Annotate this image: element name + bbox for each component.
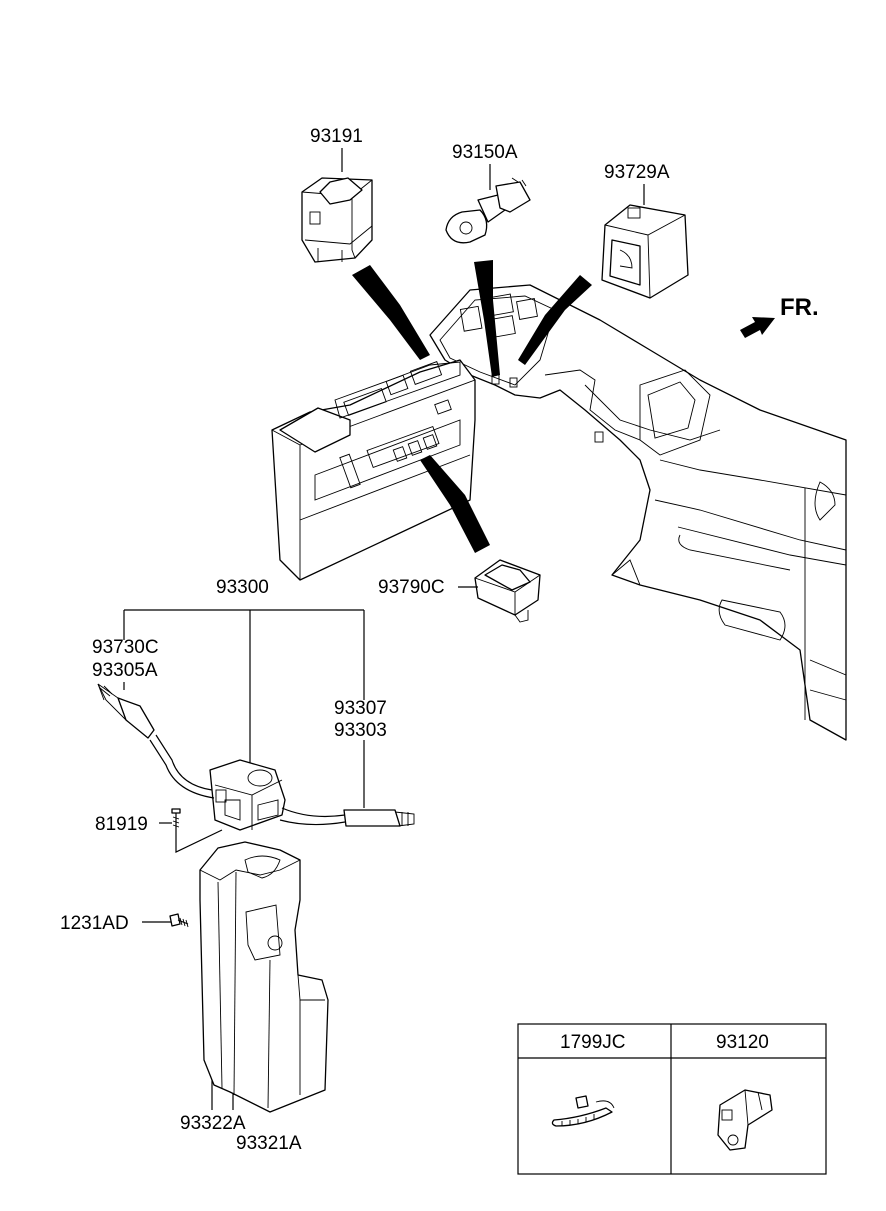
socket-93150A [445, 177, 531, 244]
label-1231AD: 1231AD [60, 913, 129, 934]
leader-93150A [474, 260, 500, 377]
label-93307: 93307 [334, 698, 387, 719]
combination-switch-93300 [97, 683, 415, 831]
label-81919: 81919 [95, 814, 148, 835]
label-93150A: 93150A [452, 142, 518, 163]
label-93790C: 93790C [378, 577, 445, 598]
label-93729A: 93729A [604, 162, 670, 183]
label-93191: 93191 [310, 126, 363, 147]
label-93322A: 93322A [180, 1113, 246, 1134]
leader-93191 [352, 265, 430, 360]
leader-93729A [518, 275, 592, 365]
legend-col2-label: 93120 [716, 1032, 769, 1053]
socket-93120 [717, 1089, 773, 1151]
label-93321A: 93321A [236, 1133, 302, 1154]
leader-lines-93300 [123, 609, 365, 1110]
dashboard-panel [429, 284, 847, 741]
leader-93790C [420, 455, 490, 553]
label-93730C: 93730C [92, 637, 159, 658]
label-93300: 93300 [216, 577, 269, 598]
legend-col1-label: 1799JC [560, 1032, 626, 1053]
label-fr: FR. [780, 294, 819, 321]
cable-tie-1799JC [551, 1095, 615, 1127]
bolt-1231AD [169, 913, 189, 928]
fr-arrow-icon [740, 317, 775, 338]
center-console [271, 359, 476, 581]
column-shroud [199, 841, 329, 1113]
switch-93191 [301, 177, 373, 263]
switch-93790C [474, 559, 541, 623]
switch-93729A [601, 204, 689, 299]
screw-81919 [171, 808, 181, 830]
label-93305A: 93305A [92, 660, 158, 681]
legend-table [517, 1023, 827, 1175]
label-93303: 93303 [334, 720, 387, 741]
